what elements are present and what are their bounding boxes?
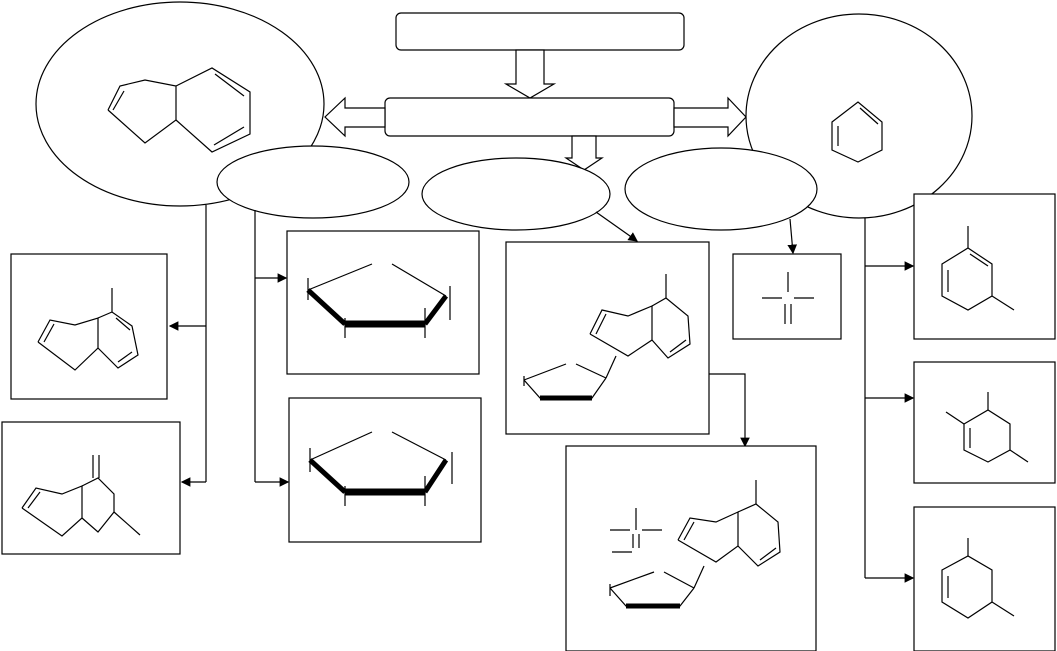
connector-to-nucleoside — [595, 211, 638, 242]
purine-ring-structure — [107, 67, 251, 153]
phosphate-structure — [762, 272, 814, 324]
box-pyrimidine-a — [913, 193, 1056, 340]
pyrimidine-c-structure — [941, 538, 1015, 619]
center-box — [384, 97, 675, 137]
box-purine-oxo-methyl — [1, 421, 181, 555]
purine-oxo-methyl-structure — [21, 455, 141, 537]
pyrimidine-a-structure — [941, 226, 1015, 311]
connector-to-nucleotide — [709, 373, 750, 448]
deoxyribose-ring-structure — [308, 431, 453, 506]
nucleotide-structure — [609, 480, 781, 609]
box-purine-substituted — [10, 253, 168, 400]
hollow-arrow-down-small — [564, 135, 604, 171]
box-pyrimidine-c — [913, 506, 1056, 651]
pyrimidine-ring-structure — [831, 101, 883, 163]
connector-to-phosphate — [787, 218, 798, 255]
box-nucleotide — [565, 445, 817, 651]
sugar-ellipse — [216, 145, 410, 219]
hollow-arrow-right — [673, 96, 747, 138]
hollow-arrow-down — [503, 49, 557, 99]
pyrimidine-b-structure — [945, 392, 1029, 463]
ribose-ring-structure — [306, 263, 451, 338]
box-nucleoside — [505, 241, 710, 435]
nucleoside-structure — [523, 274, 691, 401]
box-pyrimidine-b — [913, 361, 1056, 484]
purine-substituted-structure — [37, 288, 139, 371]
box-phosphate — [732, 253, 842, 340]
hollow-arrow-left — [324, 96, 386, 138]
phosphate-ellipse — [624, 147, 818, 231]
nucleoside-ellipse — [421, 157, 611, 231]
title-box — [395, 12, 685, 51]
